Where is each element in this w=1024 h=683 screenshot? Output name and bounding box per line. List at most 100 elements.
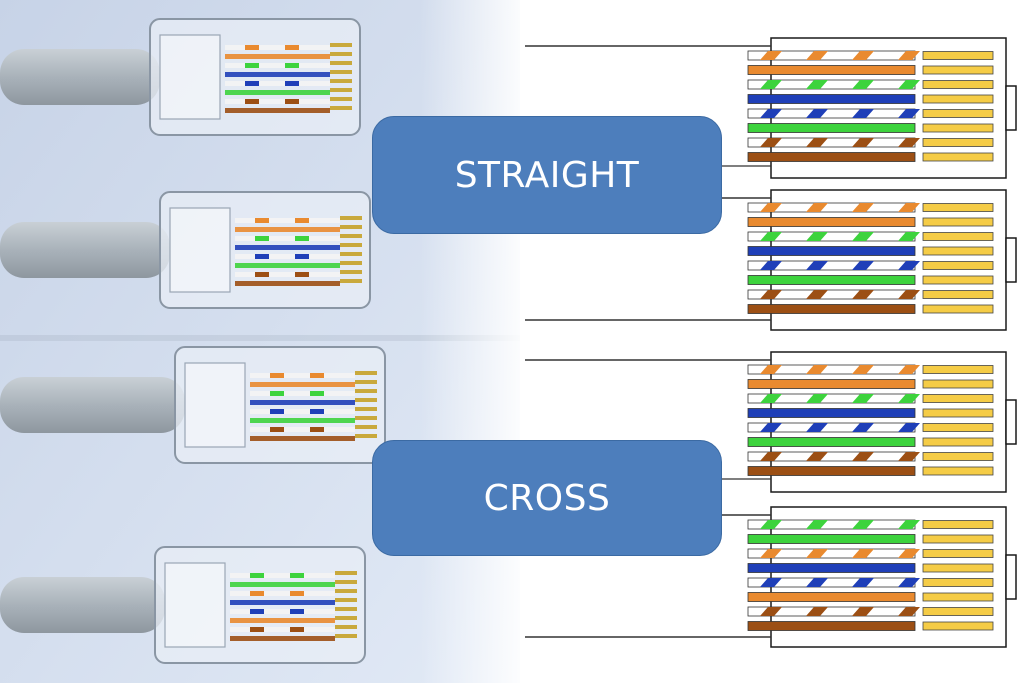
wire-2 — [747, 379, 994, 389]
photo-connectors — [0, 18, 386, 664]
contact-pin — [922, 217, 994, 227]
wire-2 — [747, 65, 994, 75]
wire-8 — [747, 466, 994, 476]
wire-5 — [747, 108, 994, 119]
wire-7 — [747, 137, 994, 148]
wire-4 — [747, 563, 994, 573]
plug-contact — [355, 380, 377, 384]
connector-latch — [1005, 237, 1017, 283]
plug-contact — [335, 616, 357, 620]
plug-wire — [250, 409, 355, 414]
plug-wire — [230, 600, 335, 605]
contact-pin — [922, 290, 994, 299]
plug-contact — [355, 407, 377, 411]
plug-contact — [340, 252, 362, 256]
plug-contact — [355, 398, 377, 402]
plug-wire — [250, 391, 355, 396]
plug-wire — [235, 245, 340, 250]
plug-wire — [250, 400, 355, 405]
plug-wire — [225, 63, 330, 68]
cross-label: CROSS — [372, 440, 722, 556]
contact-pin — [922, 232, 994, 241]
contact-pin — [922, 203, 994, 212]
wire-3 — [747, 79, 994, 90]
plug-contact — [340, 279, 362, 283]
photo-straight-plug-b — [0, 191, 371, 309]
wire-1 — [747, 364, 994, 375]
wire-3 — [747, 393, 994, 404]
wire-4 — [747, 408, 994, 418]
wire-3 — [747, 548, 994, 559]
plug-wire — [250, 427, 355, 432]
plug-wire — [225, 81, 330, 86]
wire-1 — [747, 50, 994, 61]
wire-4 — [747, 246, 994, 256]
wire-5 — [747, 260, 994, 271]
plug-contact — [330, 97, 352, 101]
plug-contact — [330, 79, 352, 83]
plug-wire — [230, 573, 335, 578]
plug-contact — [330, 52, 352, 56]
contact-pin — [922, 51, 994, 60]
wire-2 — [747, 534, 994, 544]
wire-5 — [747, 422, 994, 433]
plug-contact — [330, 106, 352, 110]
photo-cross-plug-b — [0, 546, 366, 664]
wire-3 — [747, 231, 994, 242]
plug-wire — [235, 272, 340, 277]
wire-6 — [747, 275, 994, 285]
plug-contact — [340, 216, 362, 220]
plug-wire — [235, 254, 340, 259]
plug-contact — [335, 598, 357, 602]
contact-pin — [922, 408, 994, 418]
plug-wire — [225, 99, 330, 104]
connector-latch — [1005, 399, 1017, 445]
plug-contact — [330, 88, 352, 92]
contact-pin — [922, 423, 994, 432]
contact-pin — [922, 520, 994, 529]
plug-contact — [340, 225, 362, 229]
plug-wire — [230, 609, 335, 614]
plug-contact — [340, 234, 362, 238]
plug-wire — [230, 618, 335, 623]
plug-contact — [335, 571, 357, 575]
plug-contact — [340, 261, 362, 265]
photo-straight-plug-a — [0, 18, 361, 136]
cable — [0, 577, 165, 633]
plug-contact — [355, 389, 377, 393]
contact-pin — [922, 123, 994, 133]
contact-pin — [922, 534, 994, 544]
wire-6 — [747, 123, 994, 133]
plug-contact — [335, 589, 357, 593]
contact-pin — [922, 304, 994, 314]
contact-pin — [922, 607, 994, 616]
contact-pin — [922, 138, 994, 147]
straight-label: STRAIGHT — [372, 116, 722, 234]
wire-7 — [747, 289, 994, 300]
plug-wire — [230, 591, 335, 596]
contact-pin — [922, 65, 994, 75]
connector-latch — [1005, 85, 1017, 131]
plug-wire — [230, 636, 335, 641]
wire-1 — [747, 202, 994, 213]
cross-connector-b — [525, 506, 1017, 648]
cross-connector-a — [525, 351, 1017, 493]
plug-wire — [235, 218, 340, 223]
contact-pin — [922, 261, 994, 270]
contact-pin — [922, 578, 994, 587]
plug-wire — [225, 45, 330, 50]
plug-wire — [235, 227, 340, 232]
wire-4 — [747, 94, 994, 104]
wire-2 — [747, 217, 994, 227]
plug-wire — [225, 90, 330, 95]
contact-pin — [922, 592, 994, 602]
plug-contact — [340, 243, 362, 247]
wire-8 — [747, 621, 994, 631]
plug-wire — [250, 382, 355, 387]
plug-wire — [225, 108, 330, 113]
plug-wire — [250, 418, 355, 423]
wire-8 — [747, 152, 994, 162]
plug-contact — [335, 625, 357, 629]
plug-contact — [330, 70, 352, 74]
